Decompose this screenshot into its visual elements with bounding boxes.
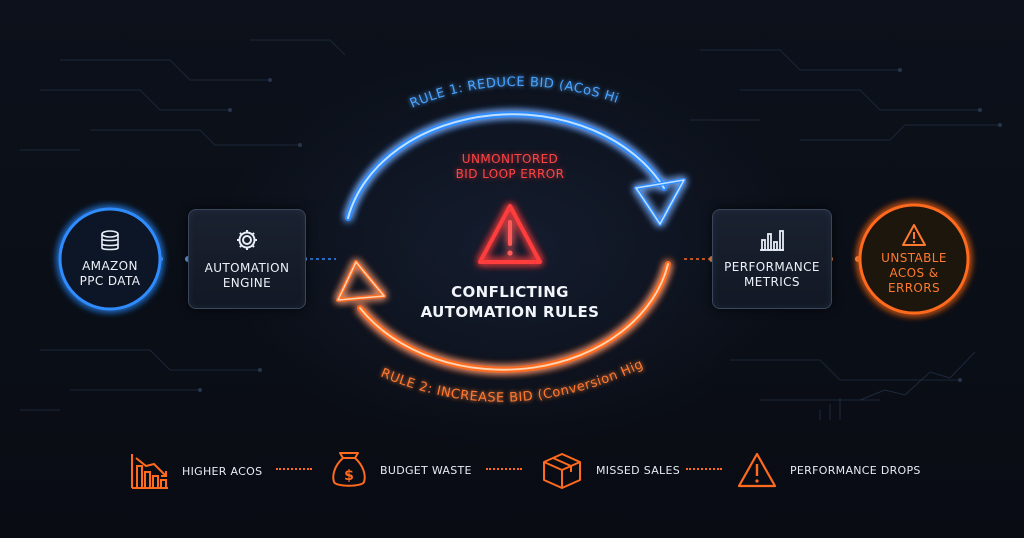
source-label-line1: AMAZON bbox=[82, 259, 138, 273]
result-node-ring bbox=[858, 203, 970, 315]
engine-label: AUTOMATION ENGINE bbox=[205, 261, 290, 291]
box-icon bbox=[543, 453, 581, 489]
connector-loop-metrics bbox=[684, 256, 715, 262]
impact-missed-sales: MISSED SALES bbox=[540, 450, 680, 490]
metrics-label-line2: METRICS bbox=[744, 275, 800, 289]
connector-engine-loop bbox=[301, 256, 336, 262]
engine-label-line1: AUTOMATION bbox=[204, 261, 290, 275]
performance-metrics-node: PERFORMANCE METRICS bbox=[712, 209, 832, 309]
rule2-label: RULE 2: INCREASE BID (Conversion High) bbox=[0, 0, 646, 406]
impact-higher-acos: HIGHER ACOS bbox=[130, 452, 262, 490]
impact-separator bbox=[486, 468, 522, 470]
database-icon bbox=[101, 230, 119, 251]
gear-icon bbox=[237, 230, 257, 250]
engine-label-line2: ENGINE bbox=[222, 276, 272, 290]
metrics-label: PERFORMANCE METRICS bbox=[724, 260, 820, 290]
loop-alert-label: UNMONITORED BID LOOP ERROR bbox=[420, 152, 600, 182]
rule2-arc bbox=[336, 260, 671, 373]
result-label-line1: UNSTABLE bbox=[881, 250, 947, 265]
source-label-line2: PPC DATA bbox=[79, 274, 141, 288]
result-label: UNSTABLE ACOS & ERRORS bbox=[881, 251, 947, 296]
impact-performance-drops-label: PERFORMANCE DROPS bbox=[790, 463, 921, 477]
impact-budget-waste: $ BUDGET WASTE bbox=[330, 450, 472, 490]
center-title-line2: AUTOMATION RULES bbox=[420, 303, 600, 322]
background-chart bbox=[819, 351, 976, 420]
center-title-line1: CONFLICTING bbox=[451, 283, 569, 301]
loop-alert-line2: BID LOOP ERROR bbox=[455, 167, 565, 181]
amazon-ppc-data-node: AMAZON PPC DATA bbox=[60, 209, 160, 309]
source-label: AMAZON PPC DATA bbox=[80, 259, 141, 289]
rule1-label: RULE 1: REDUCE BID (ACoS High) bbox=[0, 0, 621, 112]
connector-source-engine bbox=[157, 256, 191, 262]
impact-higher-acos-label: HIGHER ACOS bbox=[182, 464, 263, 478]
unstable-acos-node: UNSTABLE ACOS & ERRORS bbox=[860, 205, 968, 313]
warning-icon bbox=[737, 452, 777, 488]
center-title: CONFLICTING AUTOMATION RULES bbox=[400, 282, 620, 323]
result-label-line2: ACOS & bbox=[889, 265, 939, 280]
svg-text:$: $ bbox=[344, 468, 354, 484]
metrics-label-line1: PERFORMANCE bbox=[724, 260, 820, 274]
connector-metrics-result bbox=[827, 256, 861, 262]
impact-separator bbox=[276, 468, 312, 470]
loop-alert-line1: UNMONITORED bbox=[461, 152, 559, 166]
automation-engine-node: AUTOMATION ENGINE bbox=[188, 209, 306, 309]
center-warning-icon bbox=[478, 204, 542, 264]
source-node-ring bbox=[58, 207, 162, 311]
warning-icon bbox=[902, 223, 926, 246]
circuit-nodes bbox=[198, 68, 1002, 392]
impact-missed-sales-label: MISSED SALES bbox=[596, 463, 680, 477]
bar-chart-icon bbox=[760, 230, 784, 251]
rule1-arc bbox=[345, 111, 686, 226]
rising-bar-chart-icon bbox=[131, 454, 168, 489]
result-label-line3: ERRORS bbox=[887, 280, 941, 295]
money-bag-icon: $ bbox=[332, 452, 366, 487]
impact-budget-waste-label: BUDGET WASTE bbox=[380, 463, 472, 477]
impact-separator bbox=[686, 468, 722, 470]
impact-performance-drops: PERFORMANCE DROPS bbox=[736, 451, 921, 489]
